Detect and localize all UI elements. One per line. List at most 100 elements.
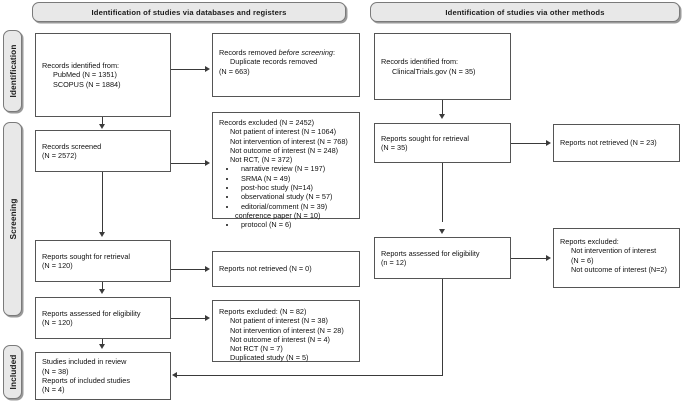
records-excluded-line3: Not intervention of interest (N = 768) — [230, 136, 348, 146]
arrowhead-screened-to-sought — [99, 232, 105, 237]
box-records-removed: Records removed before screening: Duplic… — [212, 33, 360, 97]
records-identified-line1: Records identified from: — [42, 61, 120, 71]
box-reports-assessed-right: Reports assessed for eligibility (n = 12… — [374, 237, 511, 279]
records-removed-line1: Records removed before screening: — [219, 48, 353, 57]
records-removed-line3: (N = 663) — [219, 66, 250, 76]
records-excluded-bullet-2: post-hoc study (N=14) — [219, 183, 353, 192]
studies-included-line3: Reports of included studies — [42, 376, 131, 385]
reports-not-retrieved-right-line1: Reports not retrieved (N = 23) — [560, 138, 657, 148]
reports-excluded-left-line4: Not outcome of interest (N = 4) — [230, 334, 330, 344]
studies-included-line1: Studies included in review — [42, 357, 127, 367]
records-identified-line2: PubMed (N = 1351) — [53, 70, 117, 80]
records-excluded-line5: Not RCT, (N = 372) — [230, 155, 293, 165]
connector-sought-to-assessed — [102, 282, 104, 290]
connector-sought-right-to-assessed — [442, 163, 444, 222]
stage-label-included-text: Included — [7, 354, 18, 390]
arrowhead-sought-to-not-retrieved — [205, 266, 210, 272]
reports-excluded-left-line5: Not RCT (N = 7) — [230, 344, 283, 354]
reports-excluded-right-line3: (N = 6) — [571, 255, 594, 265]
stage-label-included: Included — [3, 345, 22, 399]
records-screened-line1: Records screened — [42, 141, 102, 151]
reports-sought-right-line1: Reports sought for retrieval — [381, 133, 470, 143]
box-studies-included: Studies included in review (N = 38) Repo… — [35, 352, 171, 400]
reports-assessed-left-line2: (N = 120) — [42, 318, 73, 327]
connector-identified-to-screened — [102, 117, 104, 125]
records-removed-line1-italic: before screening — [278, 48, 333, 57]
records-screened-line2: (N = 2572) — [42, 151, 77, 160]
arrowhead-identified-to-removed — [205, 66, 210, 72]
reports-excluded-left-line3: Not intervention of interest (N = 28) — [230, 325, 344, 335]
records-excluded-conference-paper: conference paper (N = 10) — [235, 210, 321, 220]
connector-assessed-to-included — [102, 339, 104, 345]
stage-label-identification-text: Identification — [7, 44, 18, 98]
arrowhead-sought-right-to-not-retrieved — [546, 140, 551, 146]
connector-sought-right-to-not-retrieved — [511, 143, 548, 145]
reports-not-retrieved-left-line1: Reports not retrieved (N = 0) — [219, 264, 312, 274]
records-excluded-bullet-5: protocol (N = 6) — [219, 220, 353, 229]
connector-identified-other-to-sought — [442, 100, 444, 115]
reports-excluded-right-line2: Not intervention of interest — [571, 246, 657, 256]
reports-excluded-left-line1: Reports excluded: (N = 82) — [219, 307, 307, 316]
arrowhead-identified-other-to-sought — [439, 114, 445, 119]
box-records-identified-other: Records identified from: ClinicalTrials.… — [374, 33, 511, 100]
connector-screened-to-excluded — [171, 163, 207, 165]
reports-assessed-left-line1: Reports assessed for eligibility — [42, 308, 141, 318]
records-excluded-bullet-4: editorial/comment (N = 39) — [219, 202, 353, 211]
box-reports-not-retrieved-right: Reports not retrieved (N = 23) — [553, 124, 680, 162]
reports-sought-left-line1: Reports sought for retrieval — [42, 251, 131, 261]
arrowhead-sought-to-assessed — [99, 289, 105, 294]
records-excluded-bullet-3: observational study (N = 57) — [219, 192, 353, 201]
box-reports-sought-left: Reports sought for retrieval (N = 120) — [35, 240, 171, 282]
reports-sought-right-line2: (N = 35) — [381, 143, 408, 152]
reports-sought-left-line2: (N = 120) — [42, 261, 73, 270]
connector-screened-to-sought — [102, 172, 104, 233]
records-identified-line3: SCOPUS (N = 1884) — [53, 79, 121, 89]
reports-excluded-right-line1: Reports excluded: — [560, 237, 619, 246]
stage-label-screening: Screening — [3, 122, 22, 316]
arrowhead-assessed-to-excluded-left — [205, 315, 210, 321]
arrowhead-assessed-right-to-included — [172, 372, 177, 378]
records-removed-line2: Duplicate records removed — [230, 57, 318, 67]
stage-label-screening-text: Screening — [7, 198, 18, 240]
connector-assessed-to-excluded-left — [171, 318, 207, 320]
records-excluded-bullet-1: SRMA (N = 49) — [219, 174, 353, 183]
column-header-databases: Identification of studies via databases … — [32, 2, 346, 22]
connector-identified-to-removed — [171, 69, 207, 71]
reports-excluded-left-line2: Not patient of interest (N = 38) — [230, 316, 328, 326]
box-reports-not-retrieved-left: Reports not retrieved (N = 0) — [212, 251, 360, 287]
box-reports-assessed-left: Reports assessed for eligibility (N = 12… — [35, 297, 171, 339]
connector-assessed-right-to-included-horizontal — [177, 375, 443, 377]
arrowhead-sought-right-to-assessed — [439, 229, 445, 234]
arrowhead-screened-to-excluded — [205, 160, 210, 166]
box-records-excluded: Records excluded (N = 2452) Not patient … — [212, 112, 360, 229]
records-excluded-line4: Not outcome of interest (N = 248) — [230, 145, 339, 155]
records-excluded-line2: Not patient of interest (N = 1064) — [230, 127, 337, 137]
arrowhead-identified-to-screened — [99, 124, 105, 129]
records-removed-line1-tail: : — [332, 48, 336, 57]
reports-assessed-right-line2: (n = 12) — [381, 258, 407, 267]
column-header-other-methods-label: Identification of studies via other meth… — [445, 7, 605, 17]
records-identified-other-line2: ClinicalTrials.gov (N = 35) — [392, 66, 476, 76]
connector-assessed-right-to-excluded — [511, 258, 548, 260]
connector-sought-to-not-retrieved — [171, 269, 207, 271]
reports-assessed-right-line1: Reports assessed for eligibility — [381, 248, 480, 258]
column-header-other-methods: Identification of studies via other meth… — [370, 2, 680, 22]
studies-included-line4: (N = 4) — [42, 385, 65, 395]
records-identified-other-line1: Records identified from: — [381, 57, 459, 67]
reports-excluded-right-line4: Not outcome of interest (N=2) — [571, 264, 667, 274]
stage-label-identification: Identification — [3, 30, 22, 112]
box-reports-sought-right: Reports sought for retrieval (N = 35) — [374, 123, 511, 163]
records-excluded-bullet-0: narrative review (N = 197) — [219, 164, 353, 173]
reports-excluded-left-line6: Duplicated study (N = 5) — [230, 353, 309, 363]
box-records-screened: Records screened (N = 2572) — [35, 130, 171, 172]
arrowhead-assessed-right-to-excluded — [546, 255, 551, 261]
connector-assessed-right-to-included-vertical — [442, 279, 444, 376]
box-reports-excluded-right: Reports excluded: Not intervention of in… — [553, 228, 680, 288]
records-removed-line1-plain: Records removed — [219, 48, 279, 57]
arrowhead-assessed-to-included — [99, 344, 105, 349]
box-records-identified: Records identified from: PubMed (N = 135… — [35, 33, 171, 117]
records-excluded-line1: Records excluded (N = 2452) — [219, 118, 315, 127]
column-header-databases-label: Identification of studies via databases … — [91, 7, 287, 17]
box-reports-excluded-left: Reports excluded: (N = 82) Not patient o… — [212, 300, 360, 362]
